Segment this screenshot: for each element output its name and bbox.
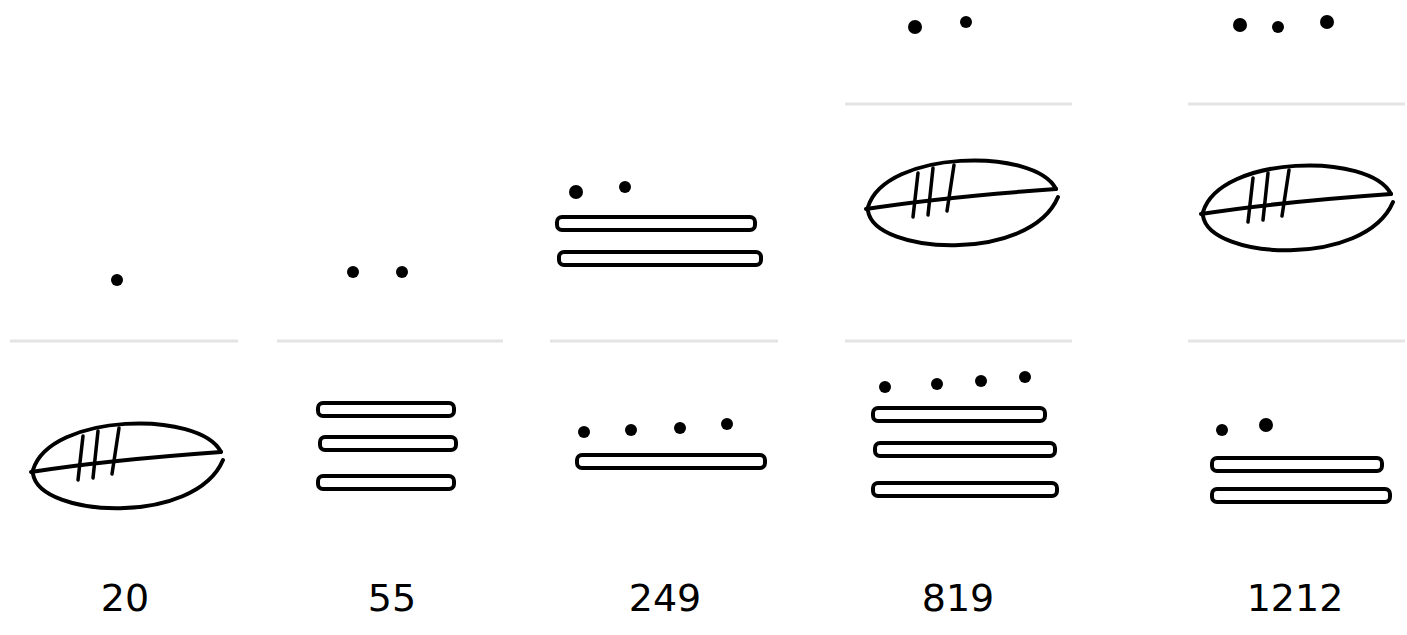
dot bbox=[1233, 18, 1247, 32]
bar bbox=[318, 476, 454, 489]
dot bbox=[1320, 15, 1334, 29]
dot bbox=[975, 375, 987, 387]
shell-symbol bbox=[1201, 165, 1393, 250]
bar bbox=[873, 408, 1045, 421]
dot bbox=[619, 181, 631, 193]
number-label: 55 bbox=[368, 579, 416, 617]
separator-lines bbox=[10, 104, 1405, 341]
number-label: 20 bbox=[101, 579, 149, 617]
dot bbox=[721, 418, 733, 430]
shells bbox=[31, 160, 1393, 508]
dot bbox=[1019, 371, 1031, 383]
dot bbox=[674, 422, 686, 434]
dot bbox=[931, 378, 943, 390]
dot bbox=[1272, 21, 1284, 33]
bar bbox=[1212, 458, 1382, 471]
dot bbox=[1216, 424, 1228, 436]
dot bbox=[879, 381, 891, 393]
bar bbox=[875, 443, 1055, 456]
separator-line bbox=[550, 340, 778, 343]
dot bbox=[347, 266, 359, 278]
bar bbox=[873, 483, 1057, 496]
separator-line bbox=[10, 340, 238, 343]
number-label: 249 bbox=[629, 579, 702, 617]
separator-line bbox=[845, 103, 1072, 106]
dot bbox=[960, 16, 972, 28]
dot bbox=[625, 424, 637, 436]
dot bbox=[396, 266, 408, 278]
bar bbox=[320, 437, 456, 450]
dot bbox=[111, 274, 123, 286]
bar bbox=[577, 455, 765, 468]
dot bbox=[1259, 418, 1273, 432]
number-label: 1212 bbox=[1247, 579, 1344, 617]
number-label: 819 bbox=[922, 579, 995, 617]
bars bbox=[318, 217, 1390, 502]
bar bbox=[1212, 489, 1390, 502]
dot bbox=[578, 426, 590, 438]
bar bbox=[557, 217, 755, 230]
separator-line bbox=[277, 340, 503, 343]
separator-line bbox=[845, 340, 1072, 343]
separator-line bbox=[1188, 340, 1405, 343]
dots bbox=[111, 15, 1334, 438]
shell-symbol bbox=[31, 423, 223, 508]
separator-line bbox=[1188, 103, 1405, 106]
bar bbox=[559, 252, 761, 265]
bar bbox=[318, 403, 454, 416]
shell-symbol bbox=[866, 160, 1058, 245]
dot bbox=[908, 20, 922, 34]
dot bbox=[569, 185, 583, 199]
